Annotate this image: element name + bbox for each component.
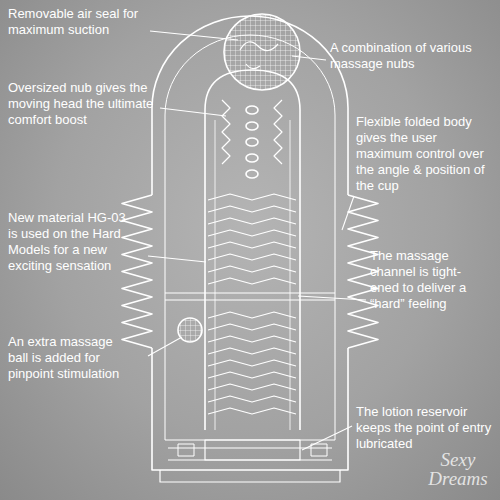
nub (246, 170, 258, 178)
reservoir-chamber (205, 440, 300, 460)
channel-wall (215, 120, 290, 430)
channel-ribs (208, 194, 296, 414)
air-seal (224, 14, 300, 90)
nub (246, 122, 258, 130)
callout-label: An extra massage ball is added for pinpo… (8, 334, 133, 382)
base-cap (160, 470, 340, 482)
callout-label: A combination of various massage nubs (330, 40, 495, 72)
oversized-nub (222, 100, 282, 164)
reservoir-clip (311, 444, 327, 456)
watermark: Sexy Dreams (420, 450, 496, 488)
callout-label: Flexible folded body gives the user maxi… (356, 114, 496, 194)
nub (246, 106, 258, 114)
massage-ball (178, 318, 202, 342)
nub (246, 138, 258, 146)
callout-label: The massage channel is tight- ened to de… (370, 248, 492, 312)
callout-label: Oversized nub gives the moving head the … (8, 80, 163, 128)
callout-label: The lotion reservoir keeps the point of … (356, 404, 496, 452)
reservoir (165, 440, 335, 460)
nub (246, 154, 258, 162)
callout-label: New material HG-03 is used on the Hard M… (8, 210, 128, 274)
seal-detail (240, 42, 278, 69)
shell-bottom (152, 348, 348, 470)
callout-label: Removable air seal for maximum suction (8, 6, 168, 38)
massage-channel (205, 70, 300, 430)
inner-shell (165, 35, 335, 440)
leader-lines (148, 31, 366, 450)
reservoir-clip (178, 444, 194, 456)
bellows-left (122, 195, 152, 348)
